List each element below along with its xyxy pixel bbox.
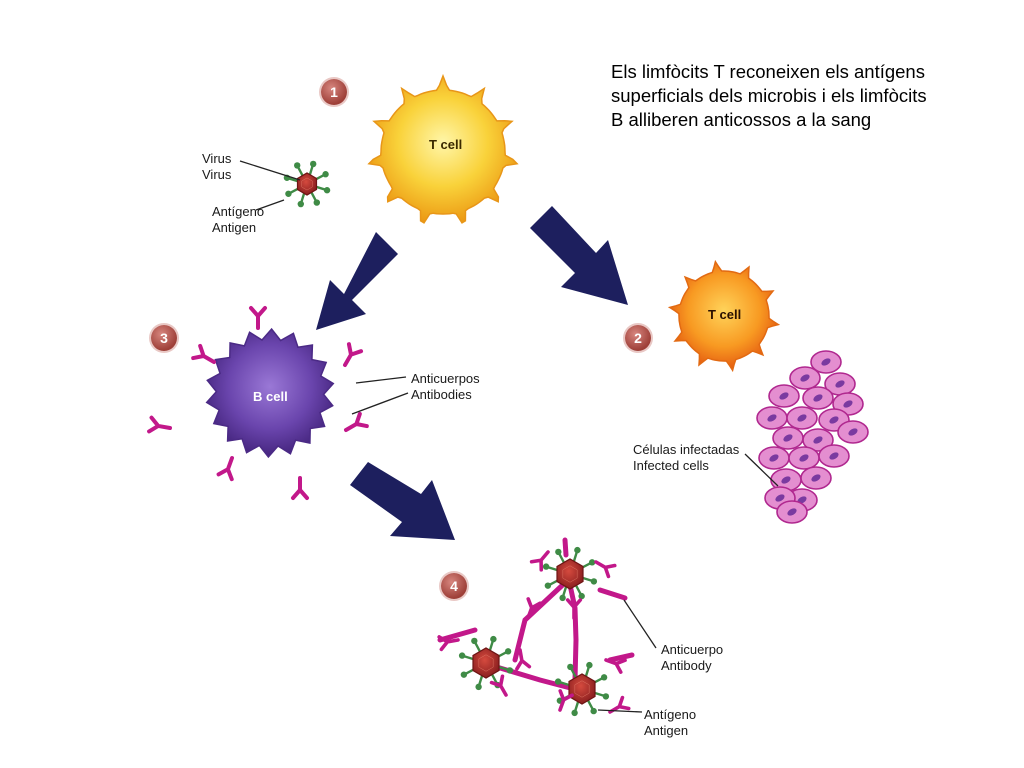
infected-cells-label-es: Células infectadas <box>633 442 740 457</box>
antibodies-label: Anticuerpos Antibodies <box>411 371 480 403</box>
step-badge-3: 3 <box>151 325 177 351</box>
infected-cells-label-en: Infected cells <box>633 458 709 473</box>
antibodies-label-en: Antibodies <box>411 387 472 402</box>
caption-line-3: B alliberen anticossos a la sang <box>611 109 872 130</box>
antigen2-label-en: Antigen <box>644 723 689 738</box>
caption-text: Els limfòcits T reconeixen els antígens … <box>611 60 1011 132</box>
antibody-antigen-network <box>437 537 635 717</box>
virus-label: Virus Virus <box>202 151 231 183</box>
t-cell-small-label: T cell <box>708 307 742 322</box>
leader-lines <box>239 160 779 713</box>
b-cell <box>205 327 335 459</box>
antigen-label-es: Antígeno <box>212 204 265 219</box>
antigen2-label: Antígeno Antigen <box>644 707 696 739</box>
antibody-label: Anticuerpo Antibody <box>661 642 723 674</box>
antigen2-label-es: Antígeno <box>644 707 697 722</box>
b-cell-label: B cell <box>253 389 288 404</box>
step-badge-1: 1 <box>321 79 347 105</box>
b-cell-antibodies <box>147 306 369 500</box>
caption-line-2: superficials dels microbis i els limfòci… <box>611 85 927 106</box>
antibody-label-en: Antibody <box>661 658 712 673</box>
arrow-to-antibody-network <box>350 462 455 540</box>
antigen-label-en: Antigen <box>212 220 257 235</box>
antibodies-label-es: Anticuerpos <box>411 371 480 386</box>
infected-cells-label: Células infectadas Infected cells <box>633 442 739 474</box>
t-cell-main-label: T cell <box>429 137 463 152</box>
t-cell-main <box>367 73 519 224</box>
arrow-to-b-cell <box>316 232 398 330</box>
step-badge-2: 2 <box>625 325 651 351</box>
caption-line-1: Els limfòcits T reconeixen els antígens <box>611 61 925 82</box>
step-badge-4: 4 <box>441 573 467 599</box>
virus-label-es: Virus <box>202 151 232 166</box>
antigen-label: Antígeno Antigen <box>212 204 264 236</box>
antibody-label-es: Anticuerpo <box>661 642 724 657</box>
infected-cells-cluster <box>756 350 869 524</box>
arrow-to-t-cell-small <box>530 206 628 305</box>
virus-particle <box>283 160 331 208</box>
virus-label-en: Virus <box>202 167 232 182</box>
t-cell-small <box>667 259 781 373</box>
